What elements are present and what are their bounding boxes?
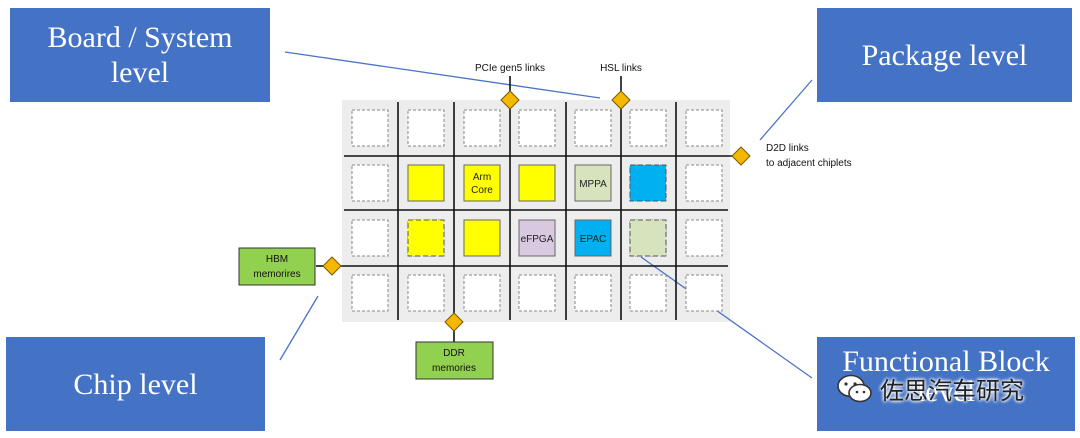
pcie-label: PCIe gen5 links <box>475 63 545 74</box>
hbm-diamond <box>322 256 342 276</box>
hbm-label-2: memorires <box>253 269 300 280</box>
watermark: 佐思汽车研究 <box>836 371 1024 406</box>
tile-slot-r1c5 <box>574 109 612 147</box>
wechat-icon <box>837 374 872 402</box>
tile-slot-r4c7 <box>685 274 723 312</box>
yellow-block-r2c4 <box>518 164 556 202</box>
watermark-text: 佐思汽车研究 <box>880 377 1024 405</box>
tile-slot-r4c5 <box>574 274 612 312</box>
d2d-label-2: to adjacent chiplets <box>766 158 852 169</box>
package-level-box: Package level <box>817 8 1072 102</box>
tile-slot-r1c1 <box>351 109 389 147</box>
tile-slot-r4c2 <box>407 274 445 312</box>
tile-slot-r3c7 <box>685 219 723 257</box>
hsl-label: HSL links <box>600 63 642 74</box>
epac-block <box>574 219 612 257</box>
tile-slot-r1c7 <box>685 109 723 147</box>
tile-slot-r1c6 <box>629 109 667 147</box>
efpga-label: eFPGA <box>521 234 554 245</box>
board-system-level-box: Board / System level <box>10 8 270 102</box>
mppa-label: MPPA <box>579 179 607 190</box>
hbm-label-1: HBM <box>266 254 288 265</box>
board-pointer-line <box>284 51 601 99</box>
package-pointer-line <box>759 79 813 141</box>
arm-core-label-1: Arm <box>473 172 491 183</box>
mppa-dashed-block <box>629 219 667 257</box>
d2d-label-1: D2D links <box>766 143 809 154</box>
tile-slot-r3c1 <box>351 219 389 257</box>
chip-pointer-line <box>279 295 319 361</box>
yellow-dashed-block <box>407 219 445 257</box>
chip-level-box: Chip level <box>6 337 265 431</box>
pcie-diamond <box>500 90 520 110</box>
d2d-diamond <box>731 146 751 166</box>
functional-blocks: Arm Core MPPA eFPGA EPAC <box>407 164 667 257</box>
tile-slot-r2c7 <box>685 164 723 202</box>
functional-block-level-box: Functional Block level <box>817 337 1075 431</box>
tile-slot-r4c3 <box>463 274 501 312</box>
tile-slot-r4c4 <box>518 274 556 312</box>
yellow-block-r2c2 <box>407 164 445 202</box>
tile-slot-r2c1 <box>351 164 389 202</box>
arm-core-label-2: Core <box>471 185 493 196</box>
mppa-block <box>574 164 612 202</box>
blue-dashed-block <box>629 164 667 202</box>
arm-core-block <box>463 164 501 202</box>
epac-label: EPAC <box>580 234 607 245</box>
hsl-diamond <box>611 90 631 110</box>
ddr-diamond <box>444 312 464 332</box>
tile-slot-r1c4 <box>518 109 556 147</box>
functional-pointer-line <box>640 256 813 379</box>
hbm-memories-box <box>238 247 316 286</box>
yellow-block-r3c3 <box>463 219 501 257</box>
ddr-label-1: DDR <box>443 348 465 359</box>
tile-slot-r1c3 <box>463 109 501 147</box>
ddr-memories-box <box>415 341 494 380</box>
tile-slot-r4c6 <box>629 274 667 312</box>
ddr-label-2: memories <box>432 363 476 374</box>
tile-slot-r1c2 <box>407 109 445 147</box>
efpga-block <box>518 219 556 257</box>
tile-slot-r4c1 <box>351 274 389 312</box>
